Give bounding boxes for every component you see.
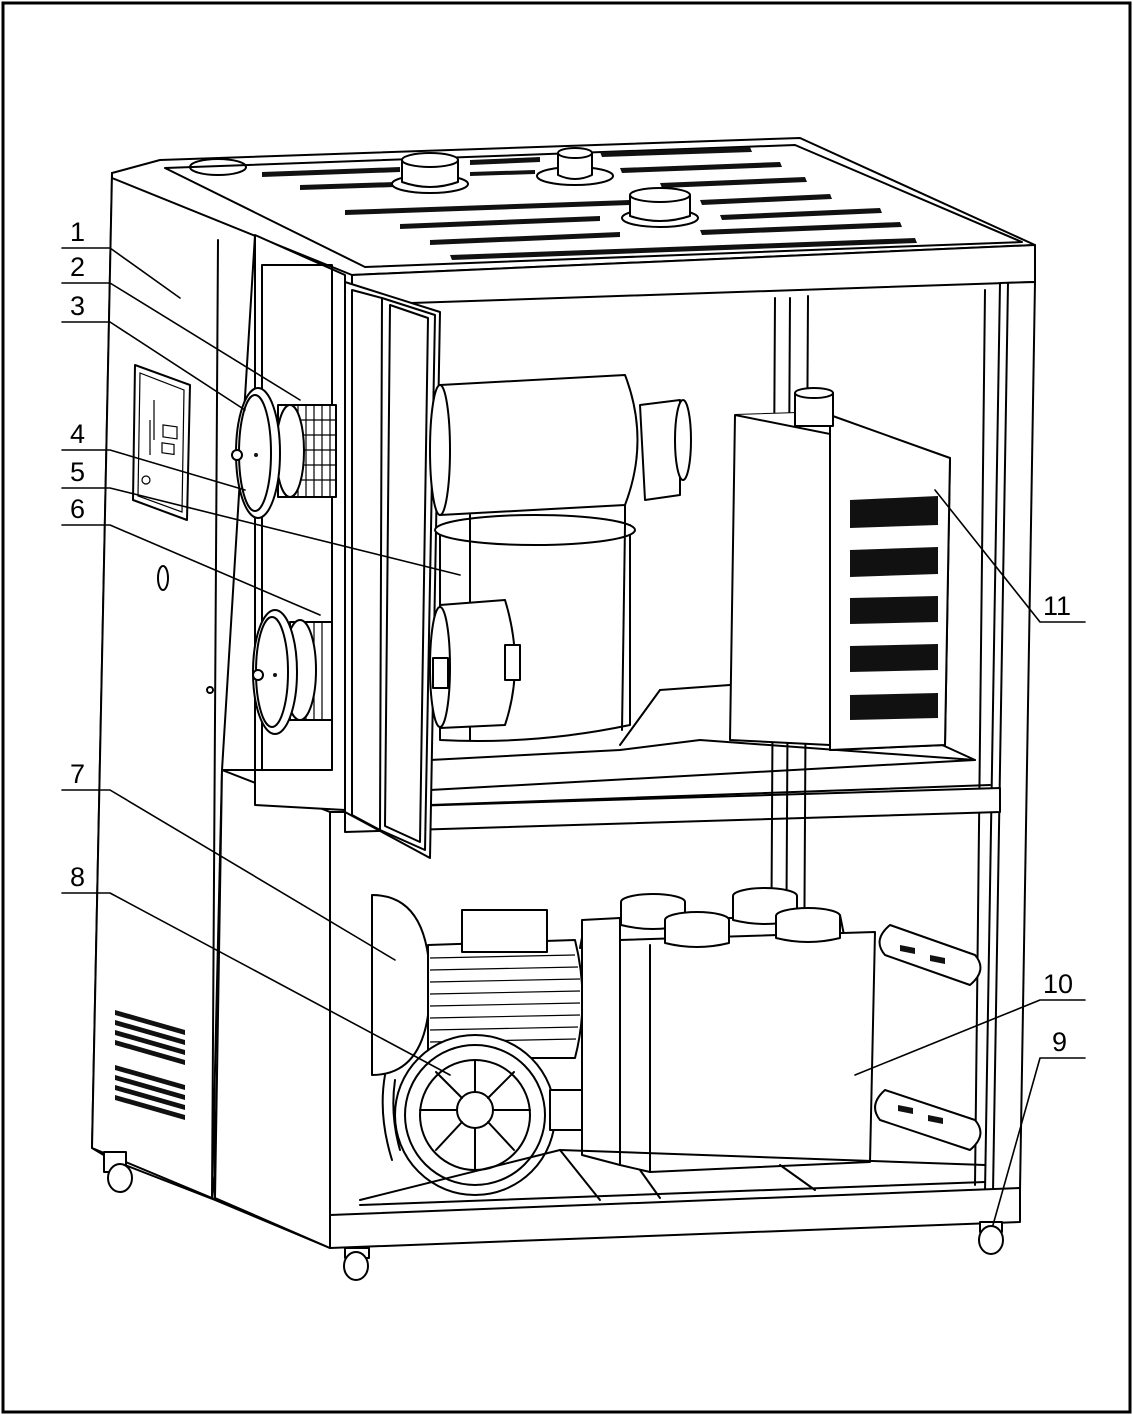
label-1: 1 bbox=[70, 217, 85, 247]
motor-assembly bbox=[371, 894, 591, 1196]
top-vents bbox=[262, 147, 917, 260]
label-5: 5 bbox=[70, 457, 85, 487]
casters bbox=[103, 1151, 1004, 1281]
drying-tank bbox=[429, 374, 692, 742]
machine-illustration bbox=[91, 137, 1036, 1281]
top-outlets bbox=[391, 147, 699, 228]
label-10: 10 bbox=[1043, 969, 1073, 999]
callout-leaders bbox=[61, 247, 1086, 1226]
label-4: 4 bbox=[70, 419, 85, 449]
label-9: 9 bbox=[1052, 1027, 1067, 1057]
filter-canister-lower bbox=[252, 609, 333, 735]
label-2: 2 bbox=[70, 252, 85, 282]
open-door bbox=[344, 281, 441, 859]
filter-canister-upper bbox=[231, 387, 337, 519]
base-frame bbox=[329, 1187, 1021, 1249]
side-vents bbox=[115, 1010, 185, 1120]
label-3: 3 bbox=[70, 291, 85, 321]
callout-numbers: 1 2 3 4 5 6 7 8 9 10 11 bbox=[70, 217, 1073, 1057]
right-frame bbox=[984, 281, 1036, 1193]
condenser-box bbox=[579, 887, 876, 1173]
rear-pipes bbox=[874, 924, 982, 1151]
label-8: 8 bbox=[70, 862, 85, 892]
label-11: 11 bbox=[1043, 591, 1071, 621]
heater-box bbox=[729, 387, 951, 751]
side-port bbox=[157, 565, 169, 591]
label-6: 6 bbox=[70, 494, 85, 524]
label-7: 7 bbox=[70, 759, 85, 789]
